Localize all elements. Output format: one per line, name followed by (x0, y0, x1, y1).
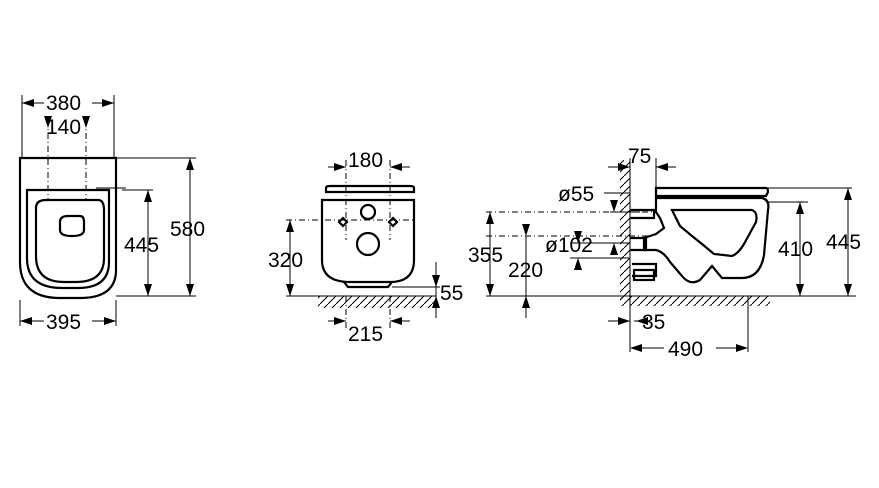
rear-height-320: 320 (268, 249, 303, 272)
rear-outlet-hole (355, 231, 381, 257)
rear-floor-hatch (318, 296, 436, 308)
side-seat-445: 445 (826, 231, 861, 254)
side-depth-490: 490 (668, 338, 703, 361)
front-view (18, 95, 196, 326)
side-offset-75: 75 (628, 145, 651, 168)
front-inner-opening (34, 198, 106, 284)
front-width-380: 380 (46, 92, 81, 115)
side-outlet-220: 220 (508, 259, 543, 282)
side-view (486, 158, 856, 352)
front-height-580: 580 (170, 218, 205, 241)
side-outlet-connector (632, 262, 658, 278)
side-outlet-pipe (630, 236, 648, 252)
rear-base-feet (343, 281, 393, 289)
rear-fixing-points (337, 216, 399, 228)
side-outlet-d102: ø102 (545, 234, 593, 257)
front-seat-hole (58, 214, 86, 238)
rear-spacing-215: 215 (348, 323, 383, 346)
rear-top-hole (359, 203, 377, 221)
side-floor-hatch (620, 296, 770, 306)
rear-view (286, 160, 440, 328)
side-rim-410: 410 (778, 238, 813, 261)
side-wall-hatch (620, 160, 630, 300)
front-bowl-outline (18, 156, 118, 300)
dimension-arrows (20, 99, 852, 352)
side-inlet-pipe (630, 208, 656, 220)
rear-bowl-outline (320, 198, 416, 284)
front-bottom-395: 395 (46, 311, 81, 334)
rear-offset-55: 55 (440, 282, 463, 305)
side-bowl-outline (642, 196, 770, 284)
front-fixing-140: 140 (46, 116, 81, 139)
front-seat-445: 445 (124, 234, 159, 257)
side-seat-lid (654, 186, 770, 198)
rear-spacing-180: 180 (348, 149, 383, 172)
rear-seat-top (324, 184, 416, 194)
side-inlet-355: 355 (468, 244, 503, 267)
side-bowl-inner (670, 208, 758, 258)
side-inlet-d55: ø55 (558, 183, 594, 206)
side-fixing-block (632, 268, 656, 282)
front-seat-outline (25, 188, 111, 290)
side-gap-35: 35 (642, 311, 665, 334)
